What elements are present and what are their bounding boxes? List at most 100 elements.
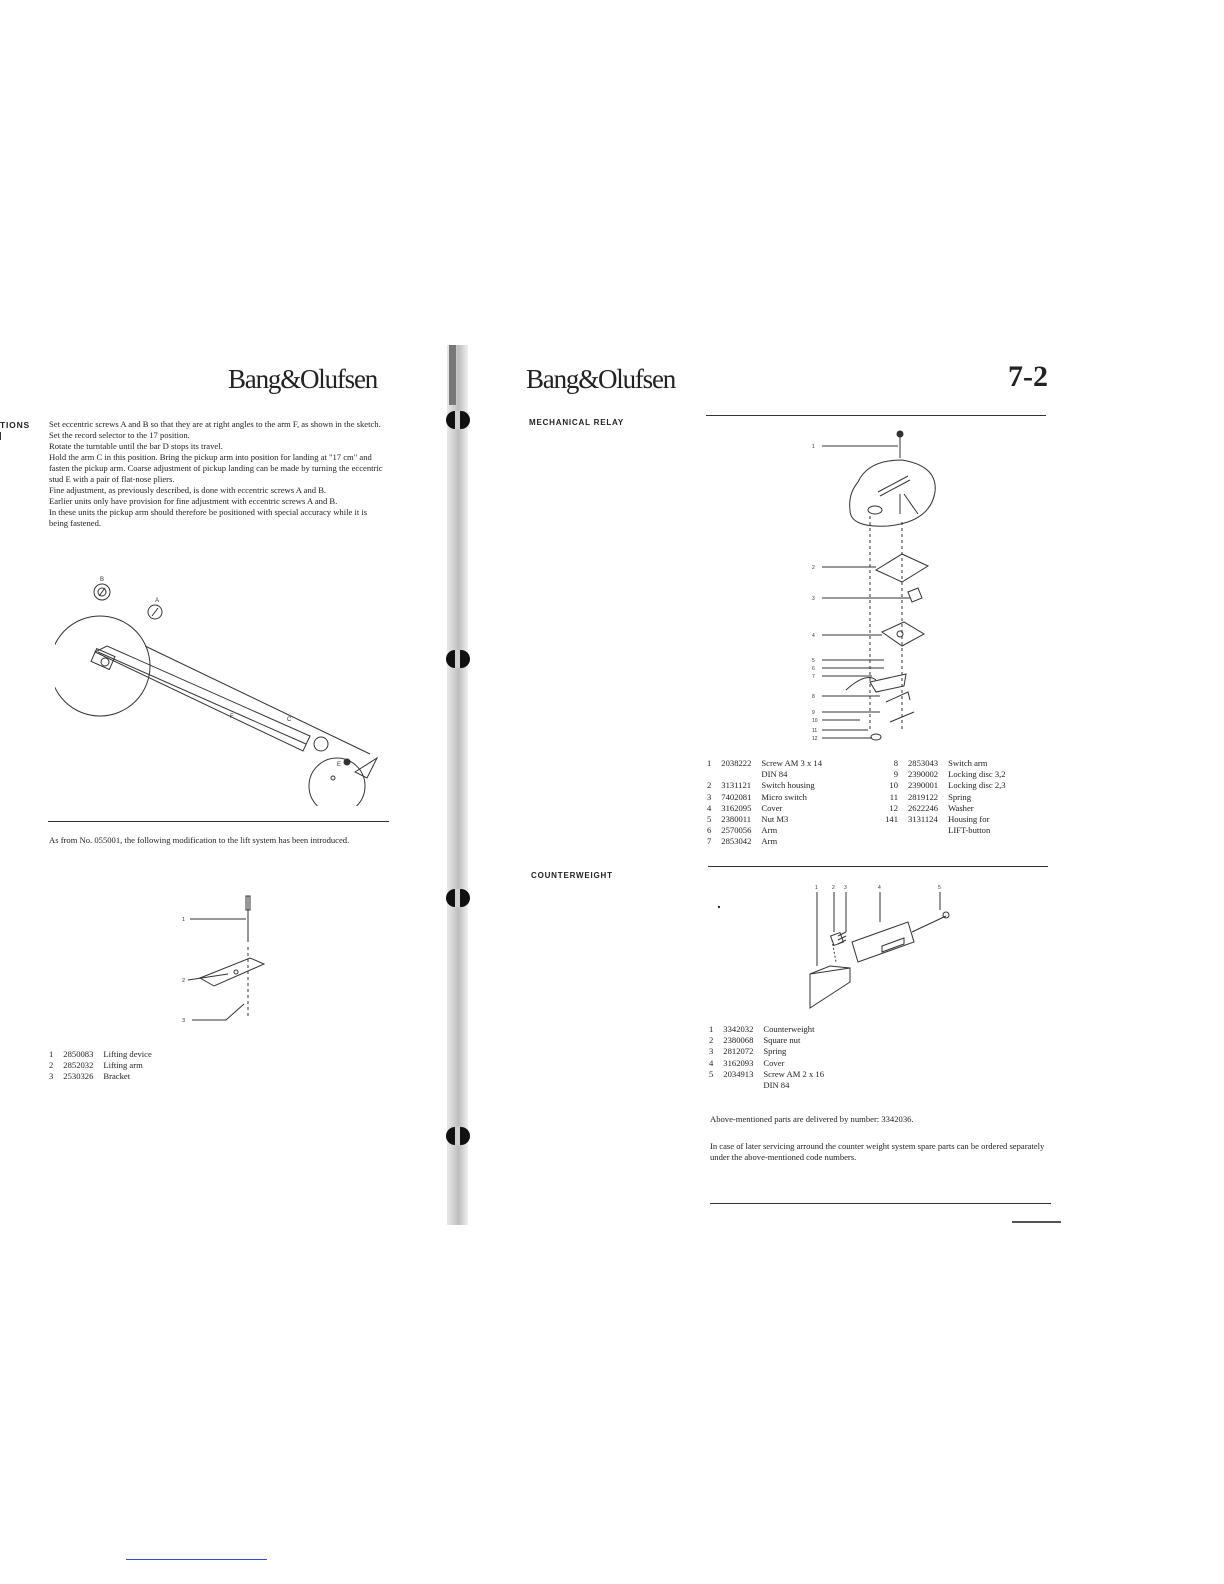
cut-mark [0,432,1,440]
relay-callout: 10 [812,718,818,724]
part-description: Washer [948,802,974,813]
parts-row: 3 7402081 Micro switch [707,792,822,803]
part-description: Switch housing [761,780,815,791]
counterweight-heading: COUNTERWEIGHT [531,871,613,880]
parts-row: 6 2570056 Arm [707,825,822,836]
part-description-line: Screw AM 3 x 14 [761,758,823,768]
parts-row: 9 2390002 Locking disc 3,2 [880,769,1006,780]
part-number: 1 [707,758,712,768]
part-description: Spring [948,791,971,802]
relay-callout: 1 [812,444,815,450]
part-description-line: Screw AM 2 x 16 [763,1068,825,1079]
binder-hole [446,1127,470,1145]
delivery-note: Above-mentioned parts are delivered by n… [710,1114,914,1124]
instruction-paragraph: Hold the arm C in this position. Bring t… [49,452,383,484]
part-code: 7402081 [721,791,752,802]
binder-hole [446,411,470,429]
left-section-divider [48,821,389,822]
label-a: A [155,598,159,604]
lift-callout: 3 [182,1018,185,1024]
instruction-paragraph: Rotate the turntable until the bar D sto… [49,441,223,451]
relay-parts-list-right: 8 2853043 Switch arm 9 2390002 Locking d… [880,758,1006,836]
part-code: 2380068 [723,1035,754,1046]
adjustment-instructions: Set eccentric screws A and B so that the… [49,419,387,529]
relay-callout: 2 [812,565,815,571]
binder-hole [446,889,470,907]
parts-row: 2 2852032 Lifting arm [49,1060,152,1071]
part-number: 12 [889,802,898,813]
left-brand-logo: Bang&Olufsen [228,364,378,394]
part-code: 2390001 [908,780,939,791]
lift-parts-list: 1 2850083 Lifting device 2 2852032 Lifti… [49,1049,152,1083]
relay-callout: 8 [812,694,815,700]
part-description: Square nut [763,1035,801,1046]
part-number: 2 [707,780,712,791]
part-number: 3 [49,1071,54,1082]
part-description: Spring [763,1046,787,1057]
instruction-paragraph: Set eccentric screws A and B so that the… [49,419,381,440]
part-description: Arm [761,836,778,847]
part-code: 3342032 [723,1024,754,1034]
parts-row: 8 2853043 Switch arm [880,758,1006,769]
parts-row: 1 3342032 Counterweight [709,1024,824,1035]
cw-callout: 3 [844,885,847,891]
part-description: Lifting arm [103,1060,143,1071]
part-number: 5 [709,1068,714,1079]
part-description-line: DIN 84 [761,769,788,780]
part-description: Arm [761,825,778,836]
eccentric-screw-a [148,605,162,619]
part-code: 2852032 [63,1060,94,1071]
instruction-paragraph: Fine adjustment, as previously described… [49,485,327,495]
blue-underline-mark [126,1559,267,1560]
binder-hole [446,650,470,668]
parts-row: 11 2819122 Spring [880,792,1006,803]
part-code: 3131121 [721,780,752,791]
stray-dot [718,906,720,908]
parts-row: 2 2380068 Square nut [709,1035,824,1046]
part-number: 2 [49,1060,54,1071]
part-number: 6 [707,825,712,836]
part-number: 4 [709,1057,714,1068]
relay-callout: 11 [812,728,817,734]
part-description-line: Housing for [948,814,990,825]
part-code: 2390002 [908,769,939,780]
relay-section-rule [706,415,1046,416]
parts-row: 5 2380011 Nut M3 [707,814,822,825]
part-description: Lifting device [103,1049,152,1059]
part-code: 2380011 [721,814,752,825]
bottom-section-rule [710,1203,1051,1204]
part-description-line: DIN 84 [763,1080,790,1091]
mechanical-relay-heading: MECHANICAL RELAY [529,418,625,427]
part-code: 3131124 [908,814,938,825]
part-code: 2853042 [721,836,752,847]
part-number: 10 [889,780,898,791]
lift-callout: 2 [182,978,185,984]
page-number: 7-2 [1008,360,1048,393]
counterweight-cover [852,922,914,962]
part-code: 2819122 [908,791,939,802]
servicing-note: In case of later servicing arround the c… [710,1141,1045,1162]
relay-callout: 4 [812,633,815,639]
part-code: 2570056 [721,825,752,836]
relay-callout: 3 [812,596,815,602]
eccentric-stud-wheel [309,758,365,806]
part-number: 11 [889,791,898,802]
parts-row: 2 3131121 Switch housing [707,780,822,791]
relay-cover [882,622,924,646]
pickup-arm-adjustment-diagram: B A C F E [55,577,385,806]
switch-housing [876,554,928,582]
instruction-paragraph: In these units the pickup arm should the… [49,507,368,528]
part-code: 2853043 [908,758,939,768]
right-brand-logo: Bang&Olufsen [526,364,676,394]
lift-callout: 1 [182,917,185,923]
cw-callout: 1 [815,885,818,891]
instruction-paragraph: Earlier units only have provision for fi… [49,496,338,506]
relay-callout: 6 [812,666,815,672]
relay-callout: 9 [812,710,815,716]
